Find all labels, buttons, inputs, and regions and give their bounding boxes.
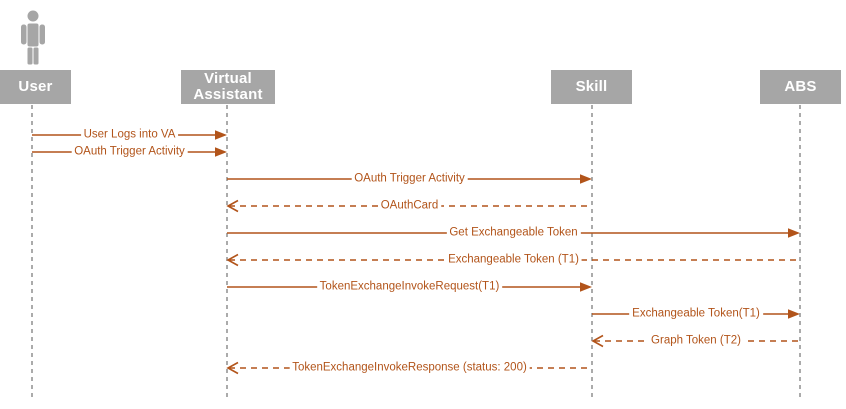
open-arrowhead-icon [226,361,239,375]
person-icon [21,10,45,65]
message-label: User Logs into VA [80,128,179,142]
message-label: TokenExchangeInvokeResponse (status: 200… [289,361,530,375]
message-dashed-arrow: OAuthCard [226,198,592,214]
message-solid-arrow: TokenExchangeInvokeRequest(T1) [227,279,592,295]
actor-abs: ABS [760,70,841,104]
message-solid-arrow: Exchangeable Token(T1) [592,306,800,322]
message-dashed-arrow: Graph Token (T2) [591,333,800,349]
message-solid-arrow: User Logs into VA [32,127,227,143]
filled-arrowhead-icon [215,147,227,157]
lifeline-virtual-assistant [226,105,228,398]
message-dashed-arrow: Exchangeable Token (T1) [226,252,800,268]
actor-user-label: User [18,78,53,95]
message-label: Get Exchangeable Token [446,226,581,240]
lifeline-abs [799,105,801,398]
message-label: OAuth Trigger Activity [71,145,188,159]
lifeline-skill [591,105,593,398]
message-label: OAuthCard [377,199,442,213]
filled-arrowhead-icon [788,309,800,319]
message-solid-arrow: OAuth Trigger Activity [227,171,592,187]
message-dashed-arrow: TokenExchangeInvokeResponse (status: 200… [226,360,592,376]
message-solid-arrow: Get Exchangeable Token [227,225,800,241]
open-arrowhead-icon [226,199,239,213]
lifeline-user [31,105,33,398]
message-label: Exchangeable Token (T1) [445,253,582,267]
actor-abs-label: ABS [784,78,817,95]
message-label: OAuth Trigger Activity [351,172,468,186]
actor-virtual-assistant: Virtual Assistant [181,70,275,104]
message-label: Graph Token (T2) [648,334,744,348]
filled-arrowhead-icon [788,228,800,238]
message-label: TokenExchangeInvokeRequest(T1) [316,280,503,294]
filled-arrowhead-icon [580,282,592,292]
filled-arrowhead-icon [215,130,227,140]
open-arrowhead-icon [226,253,239,267]
open-arrowhead-icon [591,334,604,348]
actor-skill: Skill [551,70,632,104]
actor-skill-label: Skill [575,78,608,95]
filled-arrowhead-icon [580,174,592,184]
actor-user: User [0,70,71,104]
actor-virtual-assistant-label: Virtual Assistant [193,70,263,103]
message-solid-arrow: OAuth Trigger Activity [32,144,227,160]
message-label: Exchangeable Token(T1) [629,307,763,321]
